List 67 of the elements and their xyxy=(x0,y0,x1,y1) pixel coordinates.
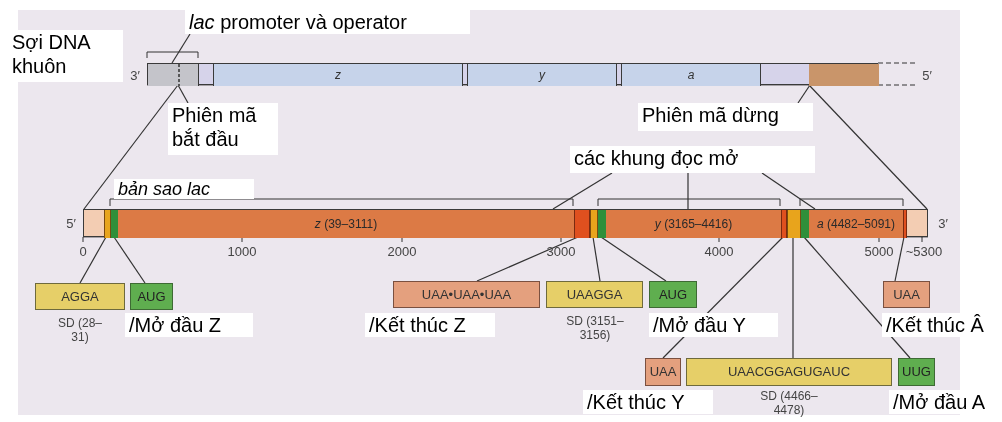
terminator-segment xyxy=(809,64,879,86)
callout-label: các khung đọc mở xyxy=(570,146,815,173)
sequence-box: AGGA xyxy=(35,283,125,310)
tick-label: 0 xyxy=(78,243,88,261)
codon-box: UAA xyxy=(645,358,681,386)
leader-line xyxy=(552,172,613,210)
sd-segment xyxy=(787,210,801,238)
start-codon-segment xyxy=(801,210,809,238)
codon-box: UUG xyxy=(898,358,935,386)
leader-line xyxy=(600,236,667,282)
strand-end-label: 3′ xyxy=(937,215,949,233)
codon-box: AUG xyxy=(649,281,697,308)
stop-codon-segment xyxy=(903,210,907,238)
tick-label: 2000 xyxy=(386,243,418,261)
leader-line xyxy=(592,236,601,282)
leader-line xyxy=(113,236,146,284)
codon-box: UAA xyxy=(883,281,930,308)
caption-label: bản sao lac xyxy=(114,179,254,199)
tick-label: 3000 xyxy=(545,243,577,261)
leader-line xyxy=(797,84,811,104)
leader-line xyxy=(177,84,189,104)
leader-line xyxy=(171,33,191,64)
sequence-box: UAACGGAGUGAUC xyxy=(686,358,892,386)
caption-label: /Mở đầu Y xyxy=(649,313,778,337)
leader-line xyxy=(894,236,905,282)
codon-box: UAA•UAA•UAA xyxy=(393,281,540,308)
sd-caption: SD (4466–4478) xyxy=(759,389,819,417)
tick-label: 4000 xyxy=(703,243,735,261)
gene-segment: z xyxy=(213,64,463,86)
tick-label: 5000 xyxy=(863,243,895,261)
reading-frame-segment: a (4482–5091) xyxy=(809,210,903,238)
gene-segment: y xyxy=(467,64,617,86)
callout-label: Phiên mã bắt đầu xyxy=(168,103,278,155)
sd-segment xyxy=(104,210,111,238)
codon-box: AUG xyxy=(130,283,173,310)
caption-label: /Kết thúc Z xyxy=(365,313,495,337)
callout-label: Phiên mã dừng xyxy=(638,103,813,131)
sequence-box: UAAGGA xyxy=(546,281,643,308)
caption-label: /Kết thúc Y xyxy=(583,390,713,414)
mrna-bar xyxy=(83,209,928,237)
projection-line xyxy=(83,84,179,210)
sd-caption: SD (28–31) xyxy=(57,316,103,344)
tick-label: 1000 xyxy=(226,243,258,261)
projection-line xyxy=(808,84,928,210)
stop-codon-segment xyxy=(781,210,787,238)
strand-end-label: 5′ xyxy=(65,215,77,233)
leader-line xyxy=(761,172,816,210)
caption-label: /Mở đầu Z xyxy=(125,313,253,337)
reading-frame-segment: z (39–3111) xyxy=(118,210,574,238)
gene-segment: a xyxy=(621,64,761,86)
sd-caption: SD (3151–3156) xyxy=(565,314,625,342)
stop-codon-segment xyxy=(574,210,590,238)
tick-label: ~5300 xyxy=(904,243,944,261)
dna-strand-bar xyxy=(147,63,878,85)
strand-end-label: 3′ xyxy=(129,67,141,85)
callout-label: lac promoter và operator xyxy=(185,10,470,34)
promoter-segment xyxy=(148,64,199,86)
strand-end-label: 5′ xyxy=(921,67,933,85)
leader-line xyxy=(476,236,579,282)
start-codon-segment xyxy=(598,210,606,238)
leader-line xyxy=(79,236,107,284)
sd-segment xyxy=(590,210,598,238)
leader-line xyxy=(687,172,689,210)
start-codon-segment xyxy=(111,210,118,238)
leader-line xyxy=(792,236,794,359)
reading-frame-segment: y (3165–4416) xyxy=(606,210,781,238)
leader-line xyxy=(803,236,911,359)
